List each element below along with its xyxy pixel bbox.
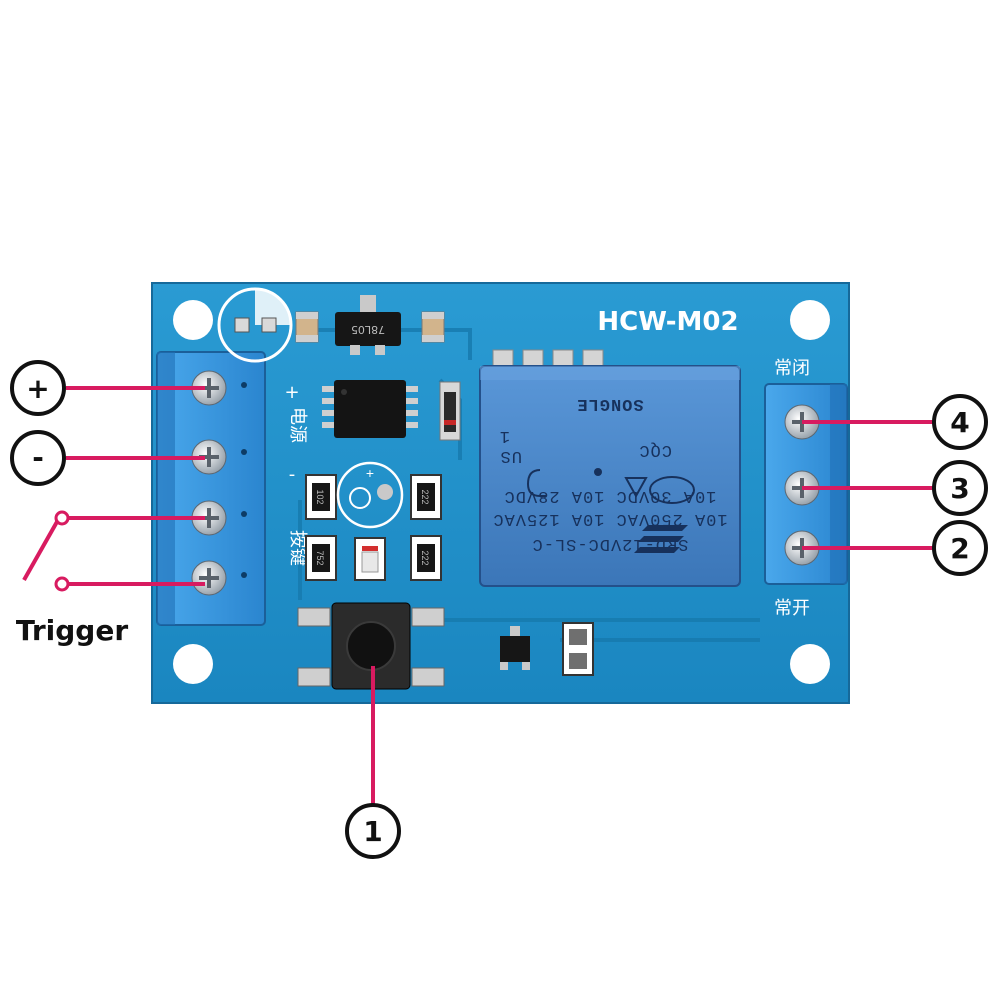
- relay-songle-logo-icon: [634, 525, 688, 553]
- smd-resistor: 222: [410, 474, 442, 520]
- diode: [439, 381, 461, 441]
- terminal-screw[interactable]: [191, 560, 227, 596]
- relay-rating-1: 10A 250VAC 10A 125VAC: [492, 509, 727, 528]
- callout-lines: [22, 386, 935, 805]
- trigger-contact-dot: [54, 576, 70, 592]
- power-label-silk: 电源: [287, 407, 308, 443]
- power-plus-silk: +: [284, 382, 299, 403]
- callout-minus-label: -: [32, 441, 44, 474]
- relay-output-terminal-block: [764, 383, 848, 585]
- push-button[interactable]: [297, 602, 445, 690]
- svg-text:+: +: [366, 465, 374, 481]
- ic-chip: [322, 380, 418, 438]
- smd-resistor: 102: [305, 474, 337, 520]
- callout-2-label: 2: [950, 532, 969, 565]
- mount-hole-bottom-right: [790, 644, 830, 684]
- relay-us-mark: US: [500, 446, 522, 465]
- callout-3: 3: [932, 460, 988, 516]
- smd-capacitor: [421, 311, 445, 343]
- board-logo: [217, 287, 293, 363]
- smd-resistor: 752: [305, 535, 337, 581]
- relay-brand: SONGLE: [576, 394, 643, 413]
- resistor-marking: 102: [315, 489, 325, 504]
- smd-capacitor: [295, 311, 319, 343]
- voltage-regulator: 78L05: [335, 295, 401, 355]
- capacitor-footprint: +: [336, 461, 404, 529]
- board-model-label: HCW-M02: [597, 307, 738, 337]
- relay-triangle-icon: [624, 477, 648, 499]
- callout-1: 1: [345, 803, 401, 859]
- callout-1-label: 1: [363, 815, 382, 848]
- callout-4: 4: [932, 394, 988, 450]
- smd-resistor: 222: [410, 535, 442, 581]
- callout-plus: +: [10, 360, 66, 416]
- callout-line-trigger-switch: [22, 519, 60, 581]
- power-minus-silk: -: [289, 464, 296, 485]
- no-label: 常开: [774, 598, 810, 619]
- regulator-marking: 78L05: [351, 323, 385, 336]
- power-trigger-terminal-block: [156, 351, 266, 626]
- callout-2: 2: [932, 520, 988, 576]
- callout-3-label: 3: [950, 472, 969, 505]
- smd-resistor: [562, 622, 594, 676]
- relay-pin-mark: 1: [499, 426, 510, 445]
- resistor-marking: 752: [315, 550, 325, 565]
- mount-hole-top-right: [790, 300, 830, 340]
- relay-rating-2: 10A 30VDC 10A 28VDC: [504, 486, 717, 505]
- callout-plus-label: +: [26, 372, 49, 405]
- power-silkscreen: + 电源 - 按键: [284, 382, 308, 566]
- transistor: [500, 626, 530, 670]
- relay-cqc-icon: [649, 476, 695, 504]
- trigger-contact-dot: [54, 510, 70, 526]
- button-label-silk: 按键: [287, 530, 308, 566]
- trigger-label: Trigger: [16, 614, 129, 647]
- relay: SRD-12VDC-SL-C 10A 250VAC 10A 125VAC 10A…: [479, 365, 741, 587]
- relay-cert-mark: CQC: [638, 440, 672, 459]
- mount-hole-bottom-left: [173, 644, 213, 684]
- nc-label: 常闭: [774, 358, 810, 379]
- resistor-marking: 222: [420, 550, 430, 565]
- resistor-marking: 222: [420, 489, 430, 504]
- relay-ul-icon: [526, 469, 546, 497]
- status-led: [354, 537, 386, 581]
- mount-hole-top-left: [173, 300, 213, 340]
- callout-4-label: 4: [950, 406, 969, 439]
- callout-minus: -: [10, 430, 66, 486]
- terminal-screw[interactable]: [191, 370, 227, 406]
